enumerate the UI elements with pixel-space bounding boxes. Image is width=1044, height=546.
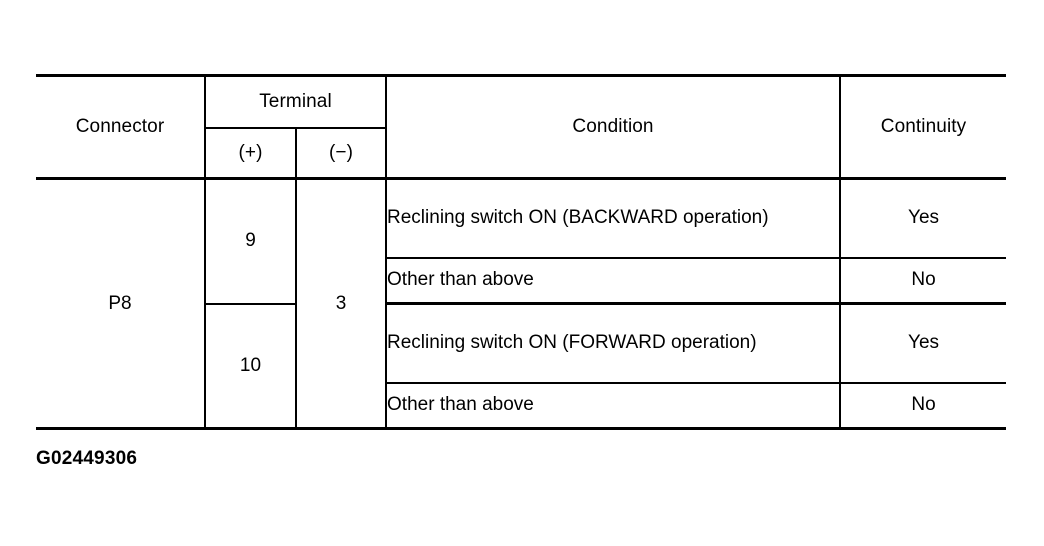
column-header-terminal: Terminal bbox=[203, 75, 388, 129]
table-row: Other than above No bbox=[36, 382, 1007, 429]
cell-condition: Other than above bbox=[386, 382, 841, 429]
table-header: Connector Terminal Condition Continuity … bbox=[36, 75, 1007, 180]
continuity-table-container: Connector Terminal Condition Continuity … bbox=[36, 74, 1007, 430]
cell-continuity: Yes bbox=[839, 303, 1007, 384]
table-row: P8 9 3 Reclining switch ON (BACKWARD ope… bbox=[36, 178, 1007, 429]
cell-continuity: No bbox=[839, 257, 1007, 305]
column-header-condition: Condition bbox=[386, 75, 841, 180]
table-row: Other than above No bbox=[36, 257, 1007, 305]
column-header-connector: Connector bbox=[36, 75, 205, 180]
column-header-terminal-plus: (+) bbox=[204, 128, 297, 180]
cell-continuity: No bbox=[839, 382, 1007, 429]
cell-connector-value: P8 bbox=[36, 178, 205, 429]
header-row-primary: Connector Terminal Condition Continuity bbox=[36, 75, 1007, 180]
cell-continuity: Yes bbox=[839, 178, 1007, 259]
table-row: 10 Reclining switch ON (FORWARD operatio… bbox=[36, 303, 1007, 429]
column-header-continuity: Continuity bbox=[839, 75, 1007, 180]
figure-caption: G02449306 bbox=[36, 448, 138, 469]
cell-condition: Reclining switch ON (BACKWARD operation) bbox=[386, 178, 841, 259]
cell-condition: Reclining switch ON (FORWARD operation) bbox=[386, 303, 841, 384]
cell-terminal-minus-value: 3 bbox=[296, 178, 388, 429]
cell-terminal-plus-group-2: 10 bbox=[204, 303, 297, 429]
continuity-inspection-table: Connector Terminal Condition Continuity … bbox=[36, 74, 1007, 430]
column-header-terminal-minus: (−) bbox=[296, 128, 388, 180]
cell-condition: Other than above bbox=[386, 257, 841, 305]
table-body: P8 9 3 Reclining switch ON (BACKWARD ope… bbox=[36, 178, 1007, 429]
header-row-secondary: (+) (−) bbox=[36, 128, 1006, 180]
cell-terminal-plus-group-1: 9 bbox=[204, 178, 297, 305]
